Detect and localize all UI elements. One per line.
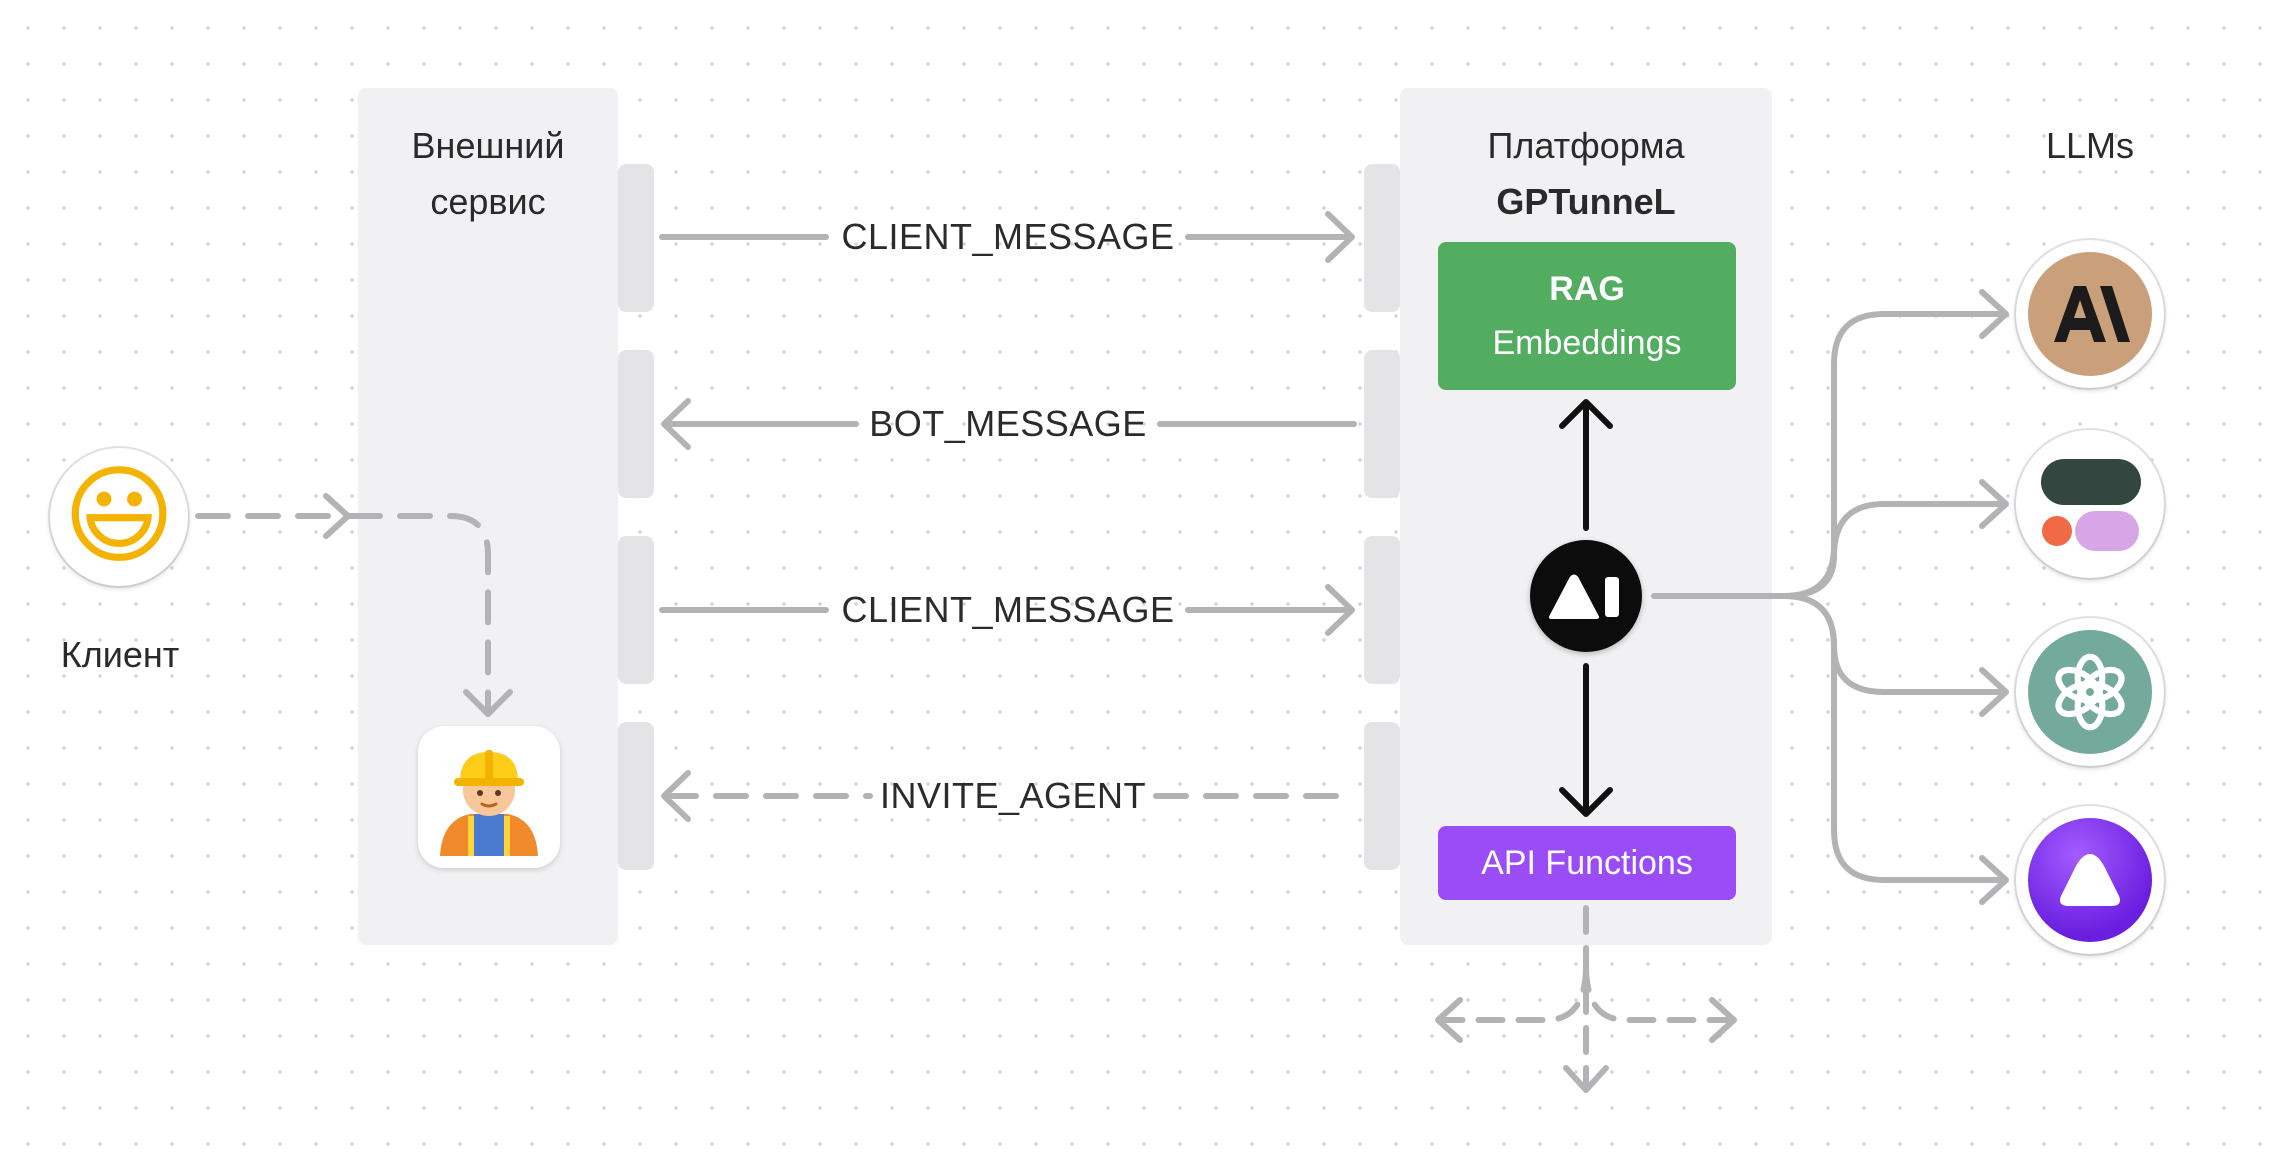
client-label: Клиент xyxy=(60,634,180,675)
external-title-line1: Внешний xyxy=(411,125,565,166)
client-avatar: 😃 xyxy=(50,448,188,586)
external-port-1 xyxy=(618,164,654,312)
api-down-arrowhead xyxy=(1563,1065,1609,1093)
api-right-arrowhead xyxy=(1709,997,1737,1043)
platform-port-1 xyxy=(1364,164,1400,312)
hub-to-api-arrowhead xyxy=(1559,787,1613,817)
message-label-1: CLIENT_MESSAGE xyxy=(841,216,1175,257)
api-functions-box: API Functions xyxy=(1438,826,1736,900)
agent-arrowhead xyxy=(463,689,513,717)
blobs-logo-icon xyxy=(2041,459,2141,551)
message-label-4: INVITE_AGENT xyxy=(879,775,1147,816)
external-port-3 xyxy=(618,536,654,684)
branch-llm-2-arrowhead xyxy=(1979,479,2009,529)
message-label-2: BOT_MESSAGE xyxy=(869,403,1147,444)
platform-port-3 xyxy=(1364,536,1400,684)
branch-llm-4-arrowhead xyxy=(1979,855,2009,905)
branch-llm-2 xyxy=(1781,501,2007,599)
platform-name: GPTunneL xyxy=(1496,181,1676,222)
construction-worker-icon xyxy=(440,750,538,856)
msg2-arrowhead xyxy=(661,398,691,450)
api-left-arrowhead xyxy=(1435,997,1463,1043)
branch-llm-1 xyxy=(1781,311,2007,599)
rag-embeddings-box: RAG Embeddings xyxy=(1438,242,1736,390)
openai-icon xyxy=(2028,630,2152,754)
platform-title-line1: Платформа xyxy=(1487,125,1685,166)
anthropic-icon xyxy=(2028,252,2152,376)
msg3-arrowhead xyxy=(1325,584,1355,636)
hub-to-rag-arrowhead xyxy=(1559,399,1613,429)
llm-mistral-like xyxy=(2016,430,2164,578)
branch-llm-3 xyxy=(1781,593,2007,695)
llm-yandex-alice xyxy=(2016,806,2164,954)
branch-llm-4 xyxy=(1781,593,2007,883)
llm-anthropic xyxy=(2016,240,2164,388)
branch-llm-1-arrowhead xyxy=(1979,289,2009,339)
platform-title: Платформа GPTunneL xyxy=(1400,118,1772,230)
platform-port-2 xyxy=(1364,350,1400,498)
alice-icon xyxy=(2028,818,2152,942)
external-service-title: Внешний сервис xyxy=(358,118,618,230)
external-port-2 xyxy=(618,350,654,498)
llm-openai xyxy=(2016,618,2164,766)
api-right-path xyxy=(1583,963,1731,1023)
api-left-path xyxy=(1441,963,1589,1023)
agent-avatar: 👷 xyxy=(418,726,560,868)
rag-title: RAG xyxy=(1549,270,1625,308)
rag-subtitle: Embeddings xyxy=(1492,324,1682,362)
msg4-arrowhead xyxy=(661,770,691,822)
branch-llm-3-arrowhead xyxy=(1979,667,2009,717)
llms-title: LLMs xyxy=(2045,125,2135,166)
message-label-3: CLIENT_MESSAGE xyxy=(841,589,1175,630)
platform-port-4 xyxy=(1364,722,1400,870)
gptunnel-hub xyxy=(1530,540,1642,652)
client-to-agent-path xyxy=(347,513,491,715)
smiley-icon: 😃 xyxy=(62,454,176,579)
msg1-arrowhead xyxy=(1325,211,1355,263)
gptunnel-logo-icon xyxy=(1549,574,1619,619)
external-port-4 xyxy=(618,722,654,870)
external-title-line2: сервис xyxy=(430,181,546,222)
platform-title-line2: GPTunneL xyxy=(1400,174,1772,230)
